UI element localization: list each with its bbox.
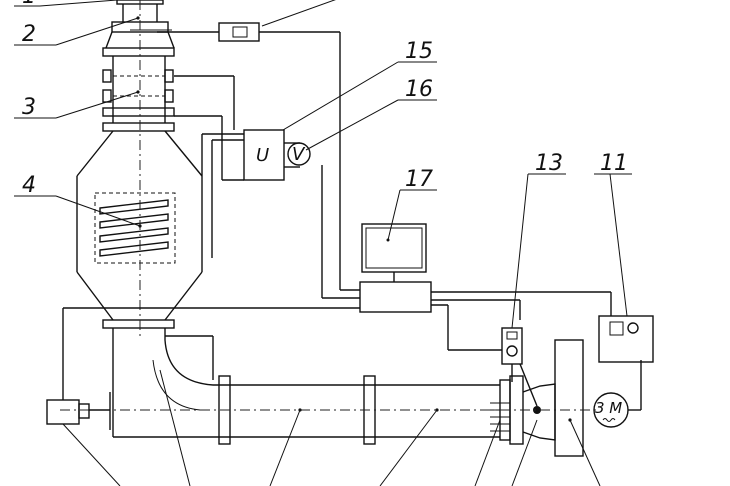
label-11: 11 — [600, 151, 628, 176]
label-15: 15 — [405, 39, 433, 64]
instrument-u-v: U V — [174, 75, 360, 299]
labels: 1 2 3 4 15 16 17 13 11 — [22, 0, 628, 198]
label-4: 4 — [22, 173, 36, 198]
label-16: 16 — [405, 77, 433, 102]
computer — [359, 223, 612, 351]
instrument-11 — [598, 315, 654, 363]
label-17: 17 — [405, 167, 433, 192]
u-symbol: U — [256, 145, 269, 166]
v-symbol: V — [292, 144, 306, 165]
label-1: 1 — [22, 0, 36, 9]
leader-lines — [14, 0, 632, 486]
sensor-left — [46, 307, 360, 425]
instrument-13 — [501, 327, 538, 407]
label-2: 2 — [22, 22, 36, 47]
label-13: 13 — [535, 151, 563, 176]
vertical-column — [76, 0, 203, 340]
motor-symbol: 3 M — [595, 399, 622, 417]
instrument-top — [157, 22, 360, 291]
label-3: 3 — [22, 95, 36, 120]
motor: 3 M — [593, 360, 642, 428]
horizontal-pipe — [60, 328, 600, 457]
